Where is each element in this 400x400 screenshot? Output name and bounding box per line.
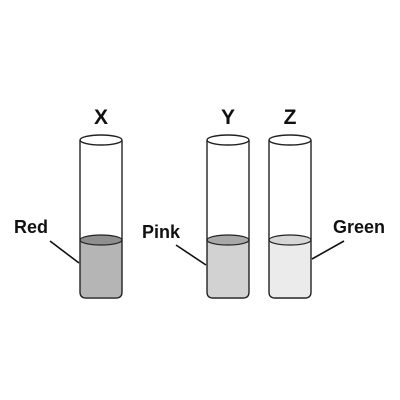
- tube-x-liquid-surface: [79, 234, 123, 246]
- tube-y-rim: [206, 134, 250, 146]
- tube-y-glass: [206, 140, 250, 299]
- tube-x: X: [79, 106, 123, 299]
- tube-z-liquid-surface: [268, 234, 312, 246]
- tube-x-liquid: [80, 240, 122, 297]
- tube-y-liquid-surface: [206, 234, 250, 246]
- tube-y: Y: [206, 106, 250, 299]
- pink-solution-label: Pink: [142, 222, 181, 242]
- tube-z-label: Z: [284, 106, 297, 129]
- green-pointer-line: [311, 240, 345, 260]
- tube-z: Z: [268, 106, 312, 299]
- tube-z-rim: [268, 134, 312, 146]
- red-pointer-line: [49, 240, 80, 264]
- red-solution-label: Red: [14, 217, 48, 237]
- tube-y-label: Y: [221, 106, 235, 129]
- tube-z-liquid: [269, 240, 311, 297]
- tube-z-glass: [268, 140, 312, 299]
- tube-y-liquid: [207, 240, 249, 297]
- pink-pointer-line: [175, 244, 207, 266]
- tube-x-label: X: [94, 106, 108, 129]
- green-solution-label: Green: [333, 217, 385, 237]
- tube-x-glass: [79, 140, 123, 299]
- tube-x-rim: [79, 134, 123, 146]
